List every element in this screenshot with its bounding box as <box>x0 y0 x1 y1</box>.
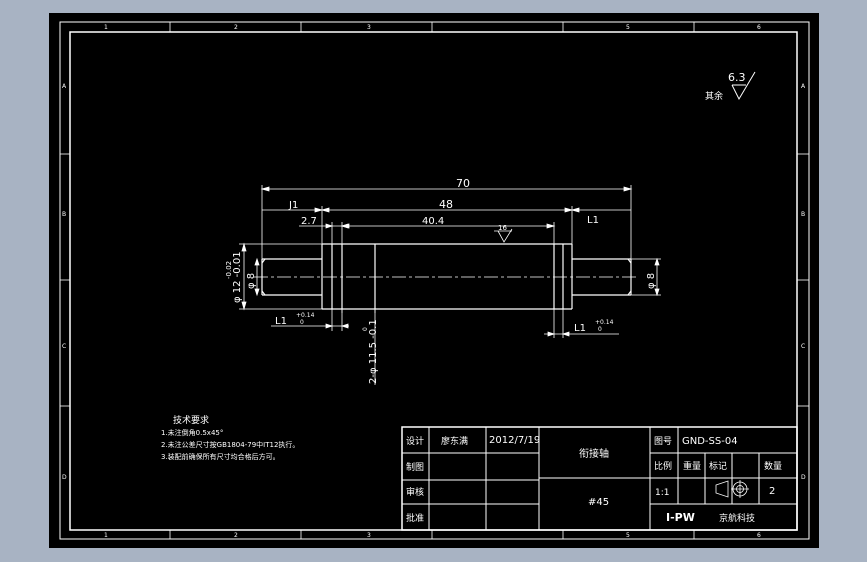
tb-designer: 廖东满 <box>441 435 468 447</box>
zone-col-label: 1 <box>104 532 108 539</box>
dim-groove-diameter: 2-φ 11.5 -0.1 0 <box>341 309 379 385</box>
drawing-sheet: 1 2 3 5 6 1 2 3 5 6 A B C D A B C D 6.3 … <box>49 13 819 548</box>
dim-left-tol-label: L1 <box>275 316 287 327</box>
zone-col-label: 3 <box>367 24 371 31</box>
zone-col-label: 2 <box>234 24 238 31</box>
dim-dia-left: φ 12 -0.01 <box>232 251 243 303</box>
tb-part-name: 衔接轴 <box>579 447 609 460</box>
roughness-symbol: 6.3 其余 <box>705 71 756 102</box>
dim-left-step: J1 <box>288 200 298 211</box>
dim-overall-value: 70 <box>456 177 470 190</box>
tb-company-logo: I-PW <box>666 511 695 524</box>
projection-symbol-icon <box>715 480 749 498</box>
zone-col-label: 3 <box>367 532 371 539</box>
tb-label-review: 审核 <box>406 486 424 498</box>
tb-label-weight: 重量 <box>683 460 701 472</box>
tb-label-mark: 标记 <box>709 460 727 472</box>
zone-row-label: D <box>62 474 67 481</box>
tb-date: 2012/7/19 <box>489 435 540 446</box>
tb-label-design: 设计 <box>406 435 424 447</box>
roughness-label: 其余 <box>705 90 723 102</box>
zone-col-label: 5 <box>626 24 630 31</box>
zone-row-label: C <box>62 343 66 350</box>
zone-row-label: D <box>801 474 806 481</box>
dim-grooves: 2.7 40.4 <box>299 216 556 244</box>
tb-scale-value: 1:1 <box>655 488 669 498</box>
dim-left-tol-upper: +0.14 <box>296 312 315 319</box>
tb-qty-value: 2 <box>769 486 775 497</box>
zone-row-label: A <box>62 83 67 90</box>
notes-title: 技术要求 <box>173 414 209 426</box>
dim-right-diameter: φ 8 <box>631 257 661 297</box>
notes-line: 2.未注公差尺寸按GB1804-79中IT12执行。 <box>161 440 299 449</box>
outer-frame <box>59 21 810 540</box>
dim-right-groove-width: L1 +0.14 0 <box>544 309 619 338</box>
dim-dia-right: φ 8 <box>646 273 657 289</box>
dim-right-tol-label: L1 <box>574 323 586 334</box>
zone-col-label: 6 <box>757 532 761 539</box>
dim-left-groove-width: L1 +0.14 0 <box>271 309 349 331</box>
cad-drawing: 1 2 3 5 6 1 2 3 5 6 A B C D A B C D 6.3 … <box>59 21 810 540</box>
technical-notes: 技术要求 1.未注倒角0.5x45° 2.未注公差尺寸按GB1804-79中IT… <box>161 414 299 461</box>
tb-label-qty: 数量 <box>764 460 782 472</box>
tb-label-draft: 制图 <box>406 461 424 473</box>
zone-row-label: A <box>801 83 806 90</box>
dim-left-tol-lower: 0 <box>300 319 304 326</box>
dim-middle-value: 48 <box>439 198 453 211</box>
surface-finish-mark: 16 <box>494 224 513 243</box>
tb-label-drawing-no: 图号 <box>654 436 672 447</box>
tb-company: 京航科技 <box>719 512 755 524</box>
dim-middle: 48 J1 L1 <box>262 198 631 244</box>
dim-groove-dia: 2-φ 11.5 -0.1 <box>368 319 379 384</box>
roughness-value: 6.3 <box>728 71 746 84</box>
dim-dia-left-inner: φ 8 <box>246 273 257 289</box>
dim-dia-left-tol: -0.02 <box>225 261 233 279</box>
dim-groove-tol: 0 <box>362 327 369 331</box>
zone-col-label: 5 <box>626 532 630 539</box>
zone-row-label: C <box>801 343 805 350</box>
shaft-outline <box>261 243 632 310</box>
tb-drawing-no: GND-SS-04 <box>682 436 738 447</box>
surface-finish-value: 16 <box>498 224 507 232</box>
tb-label-scale: 比例 <box>654 460 672 472</box>
tb-material: #45 <box>588 497 609 508</box>
dim-right-tol-lower: 0 <box>598 326 602 333</box>
dim-right-step: L1 <box>587 215 599 226</box>
zone-col-label: 2 <box>234 532 238 539</box>
zone-col-label: 1 <box>104 24 108 31</box>
tb-label-approve: 批准 <box>406 512 424 524</box>
dim-left-diameters: φ 12 -0.01 -0.02 φ 8 <box>225 242 322 311</box>
zone-col-label: 6 <box>757 24 761 31</box>
zone-ticks <box>60 22 809 539</box>
zone-row-label: B <box>62 211 66 218</box>
notes-line: 3.装配前确保所有尺寸均合格后方可。 <box>161 452 280 461</box>
dim-overall: 70 <box>260 177 633 259</box>
dim-groove-span: 40.4 <box>422 216 444 227</box>
dim-right-tol-upper: +0.14 <box>595 319 614 326</box>
notes-line: 1.未注倒角0.5x45° <box>161 428 223 437</box>
zone-row-label: B <box>801 211 805 218</box>
dim-shoulder: 2.7 <box>301 216 317 227</box>
title-block <box>401 426 798 531</box>
